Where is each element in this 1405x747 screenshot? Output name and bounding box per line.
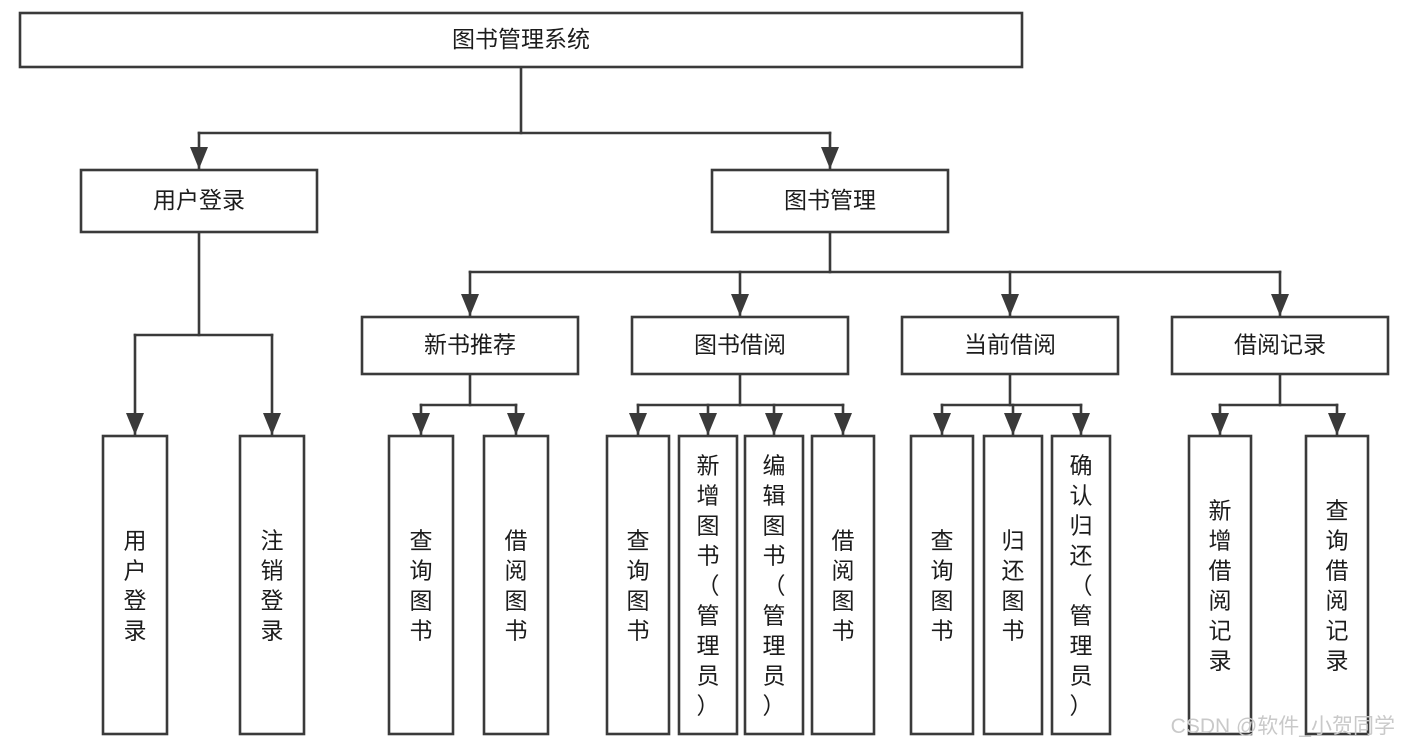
level3-label: 图书借阅	[694, 332, 786, 358]
level3-node[interactable]: 借阅记录	[1170, 315, 1390, 376]
level3-node[interactable]: 当前借阅	[900, 315, 1120, 376]
nodes-layer: 图书管理系统用户登录图书管理新书推荐图书借阅当前借阅借阅记录用户登录注销登录查询…	[18, 11, 1390, 736]
connectors-layer	[126, 65, 1346, 436]
csdn-watermark: CSDN @软件_小贺同学	[1171, 715, 1395, 738]
leaf-label: 用户登录	[124, 527, 147, 643]
leaf-box[interactable]	[1304, 434, 1370, 736]
leaf-box[interactable]	[605, 434, 671, 736]
leaf-label: 查询图书	[627, 527, 650, 643]
leaf-label: 归还图书	[1002, 527, 1025, 643]
leaf-node[interactable]: 借阅图书	[810, 434, 876, 736]
leaf-node[interactable]: 新增图书（管理员）	[677, 434, 739, 736]
arrow-head-icon	[629, 413, 647, 435]
level3-label: 当前借阅	[964, 332, 1056, 358]
leaf-box[interactable]	[387, 434, 455, 736]
level3-node[interactable]: 图书借阅	[630, 315, 850, 376]
root-box[interactable]	[18, 11, 1024, 69]
leaf-node[interactable]: 借阅图书	[482, 434, 550, 736]
leaf-box[interactable]	[743, 434, 805, 736]
level3-box[interactable]	[900, 315, 1120, 376]
leaf-box[interactable]	[238, 434, 306, 736]
leaf-box[interactable]	[1050, 434, 1112, 736]
level3-box[interactable]	[630, 315, 850, 376]
level2-node[interactable]: 用户登录	[79, 168, 319, 234]
leaf-box[interactable]	[810, 434, 876, 736]
arrow-head-icon	[699, 413, 717, 435]
root-node[interactable]: 图书管理系统	[18, 11, 1024, 69]
level3-box[interactable]	[360, 315, 580, 376]
leaf-label: 确认归还（管理员）	[1070, 452, 1093, 718]
leaf-label: 查询图书	[931, 527, 954, 643]
arrow-head-icon	[461, 294, 479, 316]
arrow-head-icon	[834, 413, 852, 435]
leaf-label: 编辑图书（管理员）	[763, 452, 786, 718]
level2-node[interactable]: 图书管理	[710, 168, 950, 234]
leaf-box[interactable]	[1187, 434, 1253, 736]
arrow-head-icon	[1004, 413, 1022, 435]
leaf-node[interactable]: 编辑图书（管理员）	[743, 434, 805, 736]
leaf-node[interactable]: 注销登录	[238, 434, 306, 736]
level2-box[interactable]	[79, 168, 319, 234]
leaf-label: 注销登录	[261, 527, 284, 643]
leaf-box[interactable]	[982, 434, 1044, 736]
level2-label: 用户登录	[153, 187, 245, 213]
arrow-head-icon	[1072, 413, 1090, 435]
arrow-head-icon	[1001, 294, 1019, 316]
leaf-label: 查询图书	[410, 527, 433, 643]
leaf-node[interactable]: 新增借阅记录	[1187, 434, 1253, 736]
level3-node[interactable]: 新书推荐	[360, 315, 580, 376]
root-label: 图书管理系统	[452, 26, 590, 52]
leaf-box[interactable]	[482, 434, 550, 736]
leaf-node[interactable]: 查询图书	[387, 434, 455, 736]
leaf-box[interactable]	[909, 434, 975, 736]
level3-label: 借阅记录	[1234, 332, 1326, 358]
leaf-node[interactable]: 查询借阅记录	[1304, 434, 1370, 736]
leaf-label: 借阅图书	[505, 527, 528, 643]
leaf-node[interactable]: 查询图书	[605, 434, 671, 736]
arrow-head-icon	[821, 147, 839, 169]
leaf-node[interactable]: 归还图书	[982, 434, 1044, 736]
arrow-head-icon	[190, 147, 208, 169]
leaf-label: 新增图书（管理员）	[697, 452, 720, 718]
arrow-head-icon	[731, 294, 749, 316]
leaf-label: 新增借阅记录	[1209, 497, 1232, 673]
arrow-head-icon	[933, 413, 951, 435]
leaf-label: 查询借阅记录	[1326, 497, 1349, 673]
leaf-node[interactable]: 用户登录	[101, 434, 169, 736]
level2-box[interactable]	[710, 168, 950, 234]
level3-box[interactable]	[1170, 315, 1390, 376]
arrow-head-icon	[263, 413, 281, 435]
arrow-head-icon	[1328, 413, 1346, 435]
arrow-head-icon	[765, 413, 783, 435]
arrow-head-icon	[126, 413, 144, 435]
leaf-box[interactable]	[677, 434, 739, 736]
leaf-label: 借阅图书	[832, 527, 855, 643]
level2-label: 图书管理	[784, 187, 876, 213]
level3-label: 新书推荐	[424, 332, 516, 358]
arrow-head-icon	[1211, 413, 1229, 435]
leaf-node[interactable]: 查询图书	[909, 434, 975, 736]
arrow-head-icon	[1271, 294, 1289, 316]
leaf-box[interactable]	[101, 434, 169, 736]
arrow-head-icon	[412, 413, 430, 435]
leaf-node[interactable]: 确认归还（管理员）	[1050, 434, 1112, 736]
arrow-head-icon	[507, 413, 525, 435]
